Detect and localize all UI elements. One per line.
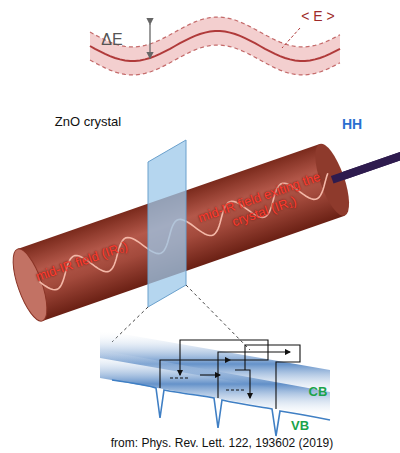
caption: from: Phys. Rev. Lett. 122, 193602 (2019… <box>111 437 334 451</box>
delta-e-label: ΔE <box>101 31 122 49</box>
electron-paths <box>160 340 300 409</box>
field-envelope <box>90 17 340 75</box>
band-label: VB <box>291 419 309 434</box>
beam-start <box>6 245 54 325</box>
leader-line <box>282 28 300 48</box>
beam-group <box>6 114 400 325</box>
band-label: CB <box>309 385 328 400</box>
band-dips <box>112 380 330 436</box>
crystal-label: ZnO crystal <box>55 115 121 130</box>
hh-label: HH <box>342 116 362 132</box>
zno-crystal <box>148 140 186 307</box>
delta-arrow <box>149 24 150 58</box>
mean-field-label: < E > <box>301 8 334 24</box>
mean-field-line <box>90 31 340 61</box>
hh-beam <box>331 146 400 183</box>
